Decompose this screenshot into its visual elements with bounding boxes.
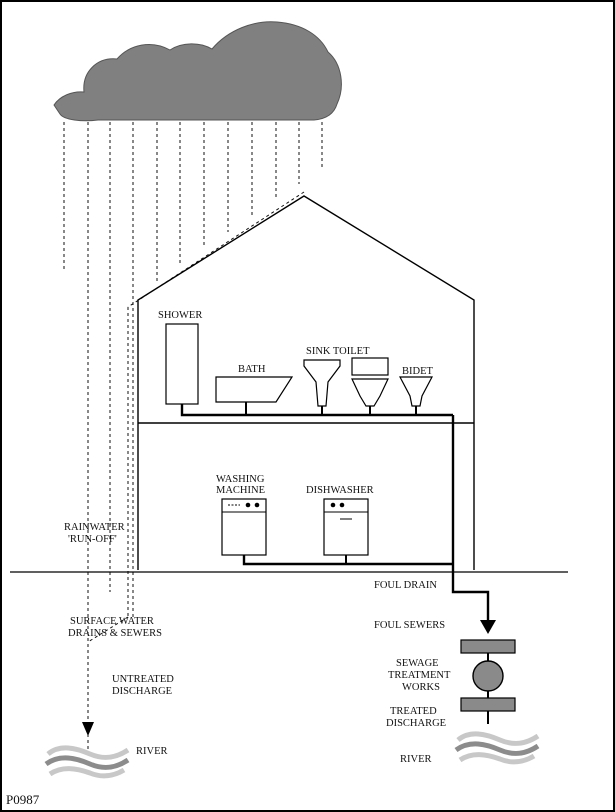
- label-untreated-1: UNTREATED: [112, 674, 174, 685]
- upper-waste-pipe: [180, 404, 453, 417]
- figure-code: P0987: [6, 792, 40, 807]
- foul-drain-pipe: [451, 415, 490, 622]
- label-surface-water-2: DRAINS & SEWERS: [68, 628, 162, 639]
- shower-unit: [165, 323, 199, 405]
- washing-machine: [221, 498, 267, 556]
- label-surface-water-1: SURFACE WATER: [70, 616, 154, 627]
- label-untreated-2: DISCHARGE: [112, 686, 172, 697]
- rain-lines: [63, 122, 323, 750]
- label-shower: SHOWER: [158, 310, 202, 321]
- label-foul-sewers: FOUL SEWERS: [374, 620, 445, 631]
- label-washing-machine-1: WASHING: [216, 474, 265, 485]
- label-treated-2: DISCHARGE: [386, 718, 446, 729]
- bath-tub: [215, 376, 294, 403]
- label-sink-toilet: SINK TOILET: [306, 346, 370, 357]
- label-foul-drain: FOUL DRAIN: [374, 580, 437, 591]
- house: [137, 195, 475, 570]
- label-sewage-1: SEWAGE: [396, 658, 439, 669]
- foul-drain-arrow: [480, 620, 496, 634]
- label-washing-machine-2: MACHINE: [216, 485, 265, 496]
- label-rainwater-1: RAINWATER: [64, 522, 125, 533]
- label-dishwasher: DISHWASHER: [306, 485, 374, 496]
- river-right: [454, 731, 540, 765]
- river-left: [44, 745, 130, 779]
- bidet: [399, 376, 433, 407]
- label-bidet: BIDET: [402, 366, 433, 377]
- rain-cloud: [53, 21, 342, 122]
- toilet-bowl: [351, 378, 389, 407]
- label-sewage-2: TREATMENT: [388, 670, 451, 681]
- toilet-cistern: [351, 357, 389, 376]
- label-river-left: RIVER: [136, 746, 168, 757]
- label-river-right: RIVER: [400, 754, 432, 765]
- label-sewage-3: WORKS: [402, 682, 440, 693]
- label-rainwater-2: 'RUN-OFF': [68, 534, 117, 545]
- untreated-discharge-arrow: [82, 722, 94, 736]
- sewage-treatment-works: [460, 639, 516, 724]
- sink-basin: [303, 359, 341, 407]
- label-bath: BATH: [238, 364, 266, 375]
- dishwasher: [323, 498, 369, 556]
- label-treated-1: TREATED: [390, 706, 437, 717]
- lower-waste-pipe: [242, 555, 453, 566]
